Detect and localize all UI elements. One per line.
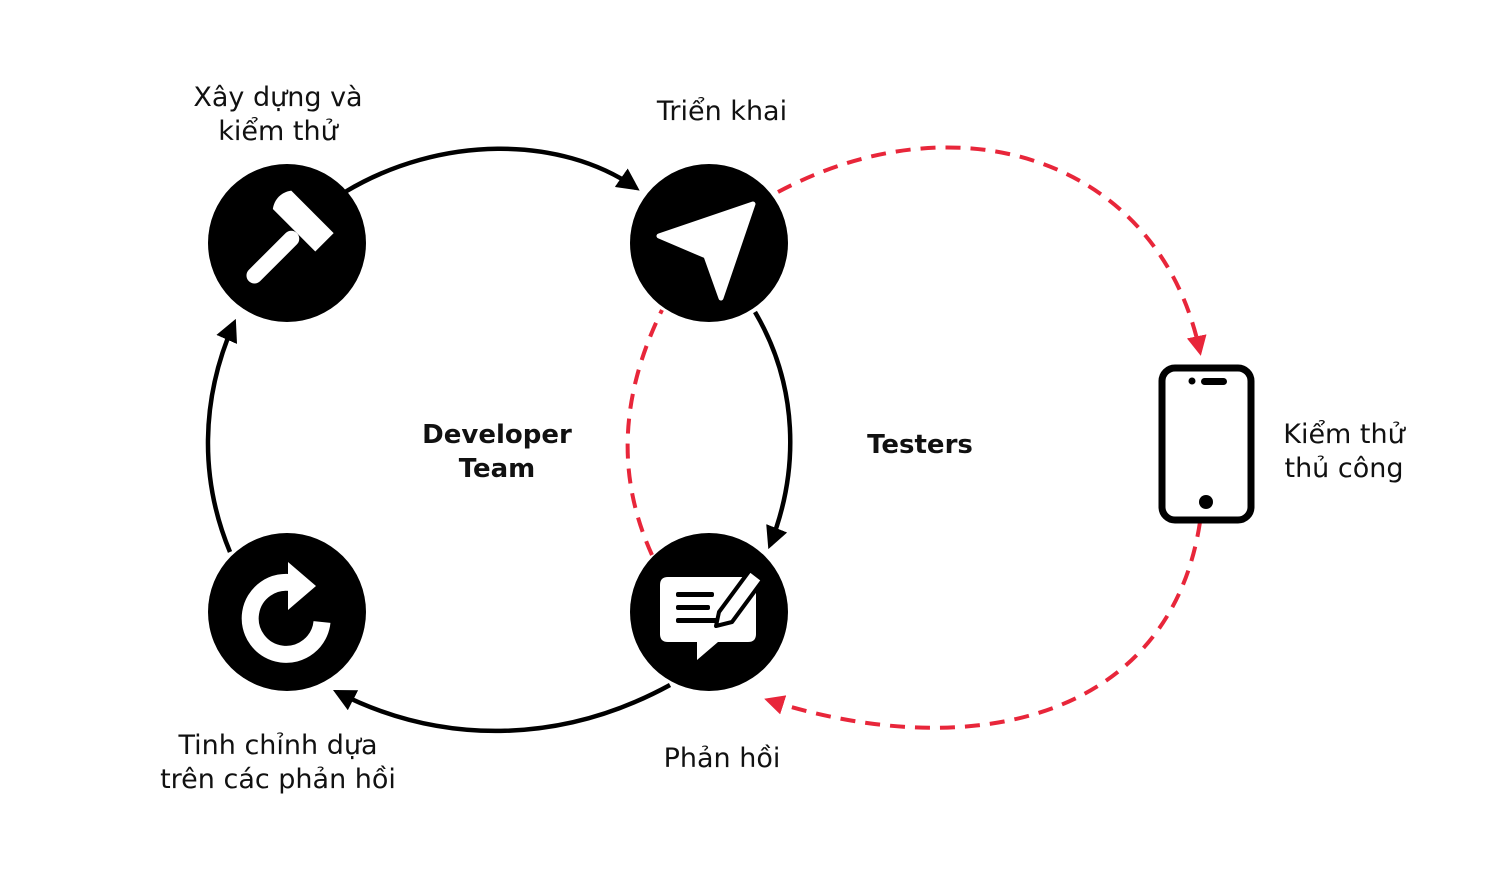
arrow-refine-to-build xyxy=(205,318,238,553)
label-testers: Testers xyxy=(867,430,973,460)
paper-plane-icon xyxy=(656,201,756,301)
smartphone-icon xyxy=(1158,364,1255,524)
dashed-line-feedback-to-deploy xyxy=(625,309,664,556)
node-deploy xyxy=(630,164,788,322)
arrow-build-to-deploy xyxy=(343,146,640,194)
message-edit-icon xyxy=(660,568,765,660)
arrow-deploy-to-feedback xyxy=(753,310,793,550)
label-build-test: Xây dựng và kiểm thử xyxy=(193,82,363,147)
label-developer-team: Developer Team xyxy=(422,420,572,484)
hammer-icon xyxy=(246,190,334,284)
node-feedback xyxy=(630,533,788,691)
node-refine xyxy=(208,533,366,691)
label-deploy: Triển khai xyxy=(656,96,788,127)
dashed-arrow-deploy-to-phone xyxy=(777,145,1207,356)
label-refine: Tinh chỉnh dựa trên các phản hồi xyxy=(160,730,396,795)
redo-icon xyxy=(241,562,331,663)
dashed-arrow-phone-to-feedback xyxy=(764,521,1202,730)
node-build-test xyxy=(208,164,366,322)
label-feedback: Phản hồi xyxy=(663,743,781,774)
label-manual-testing: Kiểm thử thủ công xyxy=(1283,419,1405,484)
arrow-feedback-to-refine xyxy=(332,683,672,734)
